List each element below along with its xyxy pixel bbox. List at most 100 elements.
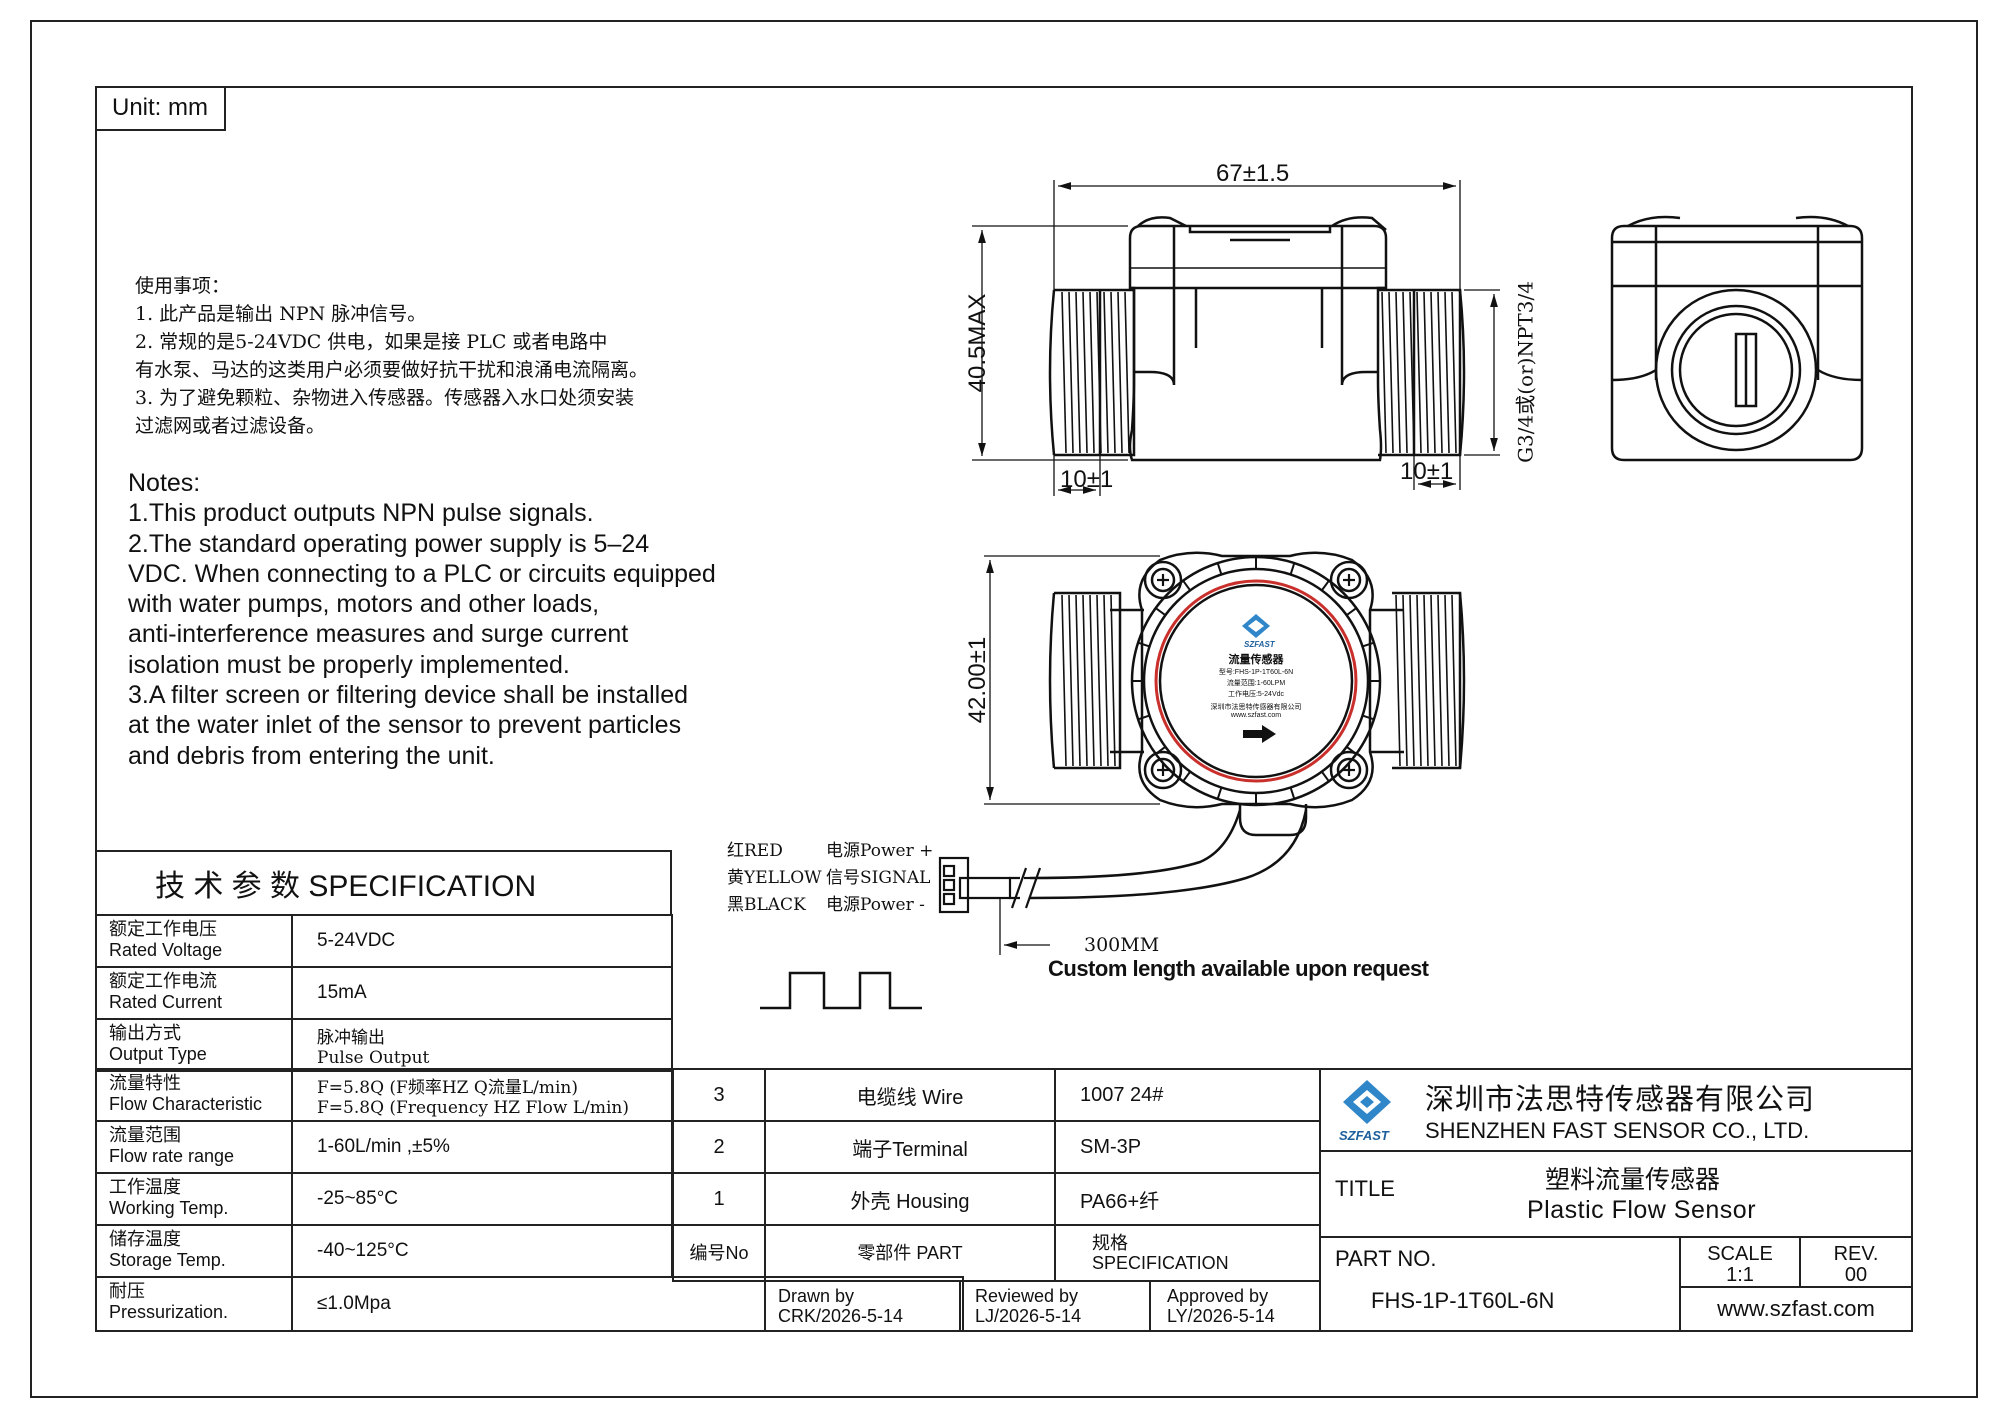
spec-value: -25~85°C (317, 1188, 399, 1209)
notes-cn-line: 3. 为了避免颗粒、杂物进入传感器。传感器入水口处须安装 (135, 387, 635, 409)
thread-line (1423, 594, 1429, 767)
thread-line (1082, 594, 1088, 767)
spec-label-cn: 额定工作电流 (109, 971, 217, 992)
parts-header-spec-cn: 规格 (1092, 1233, 1128, 1253)
front-view-dimensions (984, 555, 1160, 955)
front-view (1029, 551, 1466, 900)
dim-height: 40.5MAX (964, 293, 991, 393)
thread-line (1444, 291, 1450, 454)
thread-line (1423, 291, 1429, 454)
part-name-cell: 端子Terminal (764, 1120, 1056, 1174)
label-company: 深圳市法思特传感器有限公司 (1210, 704, 1302, 711)
rev-label: REV. (1833, 1243, 1879, 1265)
approved-by-label: Approved by (1167, 1286, 1269, 1306)
thread-line (1395, 291, 1401, 454)
wire-color: 红RED (727, 841, 783, 861)
rim-tick (1137, 641, 1150, 648)
part-no-cell: 3 (672, 1068, 766, 1122)
part-no-value: FHS-1P-1T60L-6N (1371, 1288, 1555, 1313)
company-name-en: SHENZHEN FAST SENSOR CO., LTD. (1425, 1118, 1810, 1143)
rim-tick (1289, 562, 1296, 575)
spec-label-cn: 工作温度 (109, 1177, 181, 1198)
thread-line (1395, 594, 1401, 767)
thread-line (1117, 291, 1123, 454)
notes-en-line: 1.This product outputs NPN pulse signals… (128, 499, 594, 528)
part-spec-cell: SM-3P (1054, 1120, 1321, 1174)
thread-line (1402, 594, 1408, 767)
thread-line (1388, 291, 1394, 454)
reviewed-by: Reviewed by LJ/2026-5-14 (959, 1280, 1151, 1332)
thread-line (1451, 594, 1457, 767)
spec-label-en: Storage Temp. (109, 1250, 226, 1270)
drawn-by-value: CRK/2026-5-14 (778, 1306, 904, 1326)
part-cell-text: 2 (713, 1135, 725, 1158)
company-logo-icon (1343, 1080, 1391, 1124)
spec-row-value: 1-60L/min ,±5% (291, 1120, 673, 1174)
rim-tick (1155, 607, 1166, 616)
notes-cn-heading: 使用事项： (135, 275, 231, 297)
thread-line (1409, 291, 1415, 454)
part-cell-text: 电缆线 Wire (856, 1086, 964, 1109)
spec-row-value: -40~125°C (291, 1224, 673, 1278)
drawn-by: Drawn by CRK/2026-5-14 (764, 1280, 961, 1332)
part-cell-text: 3 (713, 1083, 725, 1106)
rim-tick (1216, 787, 1223, 800)
part-spec-cell: 1007 24# (1054, 1068, 1321, 1122)
spec-value: -40~125°C (317, 1240, 409, 1261)
thread-hatching (1061, 594, 1457, 767)
part-cell-text: 1007 24# (1080, 1083, 1164, 1106)
wire-color: 黑BLACK (727, 895, 806, 915)
wire-function: 信号SIGNAL (826, 868, 931, 888)
thread-line (1381, 291, 1387, 454)
title-block: TITLE 塑料流量传感器 Plastic Flow Sensor (1319, 1150, 1913, 1238)
dim-width: 67±1.5 (1216, 160, 1290, 187)
parts-header-cell: 编号No (672, 1224, 766, 1282)
thread-line (1103, 291, 1109, 454)
thread-line (1075, 291, 1081, 454)
website: www.szfast.com (1717, 1296, 1875, 1321)
wire-color: 黄YELLOW (727, 868, 822, 888)
spec-value: 1-60L/min ,±5% (317, 1136, 450, 1157)
reviewed-by-label: Reviewed by (975, 1286, 1079, 1306)
part-cell-text: 外壳 Housing (850, 1190, 970, 1213)
part-no-label: PART NO. (1335, 1246, 1437, 1271)
spec-value-en: F=5.8Q (Frequency HZ Flow L/min) (317, 1097, 630, 1118)
notes-en-line: 3.A filter screen or filtering device sh… (128, 681, 689, 710)
spec-label-en: Rated Current (109, 992, 223, 1012)
notes-cn-line: 过滤网或者过滤设备。 (135, 415, 326, 437)
thread-line (1096, 594, 1102, 767)
thread-hatching (1061, 291, 1457, 454)
thread-line (1089, 594, 1095, 767)
company-block: SZFAST 深圳市法思特传感器有限公司 SHENZHEN FAST SENSO… (1319, 1068, 1913, 1152)
spec-value: 5-24VDC (317, 930, 396, 951)
rim-tick (1362, 714, 1375, 721)
thread-line (1089, 291, 1095, 454)
spec-label-cn: 流量范围 (109, 1125, 181, 1146)
thread-line (1416, 594, 1422, 767)
notes-en-line: at the water inlet of the sensor to prev… (128, 711, 682, 740)
end-view (1610, 215, 1864, 462)
part-name-cell: 电缆线 Wire (764, 1068, 1056, 1122)
spec-row-value: ≤1.0Mpa (291, 1276, 964, 1332)
spec-value-en: Pulse Output (317, 1047, 430, 1068)
label-range: 流量范围:1-60LPM (1226, 680, 1286, 687)
wire-function: 电源Power - (826, 895, 925, 915)
title-cn: 塑料流量传感器 (1545, 1166, 1721, 1194)
rim-tick (1216, 562, 1223, 575)
label-brand: SZFAST (1244, 640, 1275, 649)
dim-thread-spec: G3/4或(or)NPT3/4 (1513, 281, 1538, 463)
rim-tick (1155, 746, 1166, 755)
spec-value: 脉冲输出 (317, 1027, 385, 1048)
spec-label-cn: 储存温度 (109, 1229, 181, 1250)
spec-value: ≤1.0Mpa (317, 1293, 391, 1314)
thread-line (1068, 291, 1074, 454)
notes-en-line: isolation must be properly implemented. (128, 650, 570, 679)
rev-value: 00 (1844, 1264, 1868, 1286)
dim-thread-right: 10±1 (1400, 458, 1454, 485)
website-block: www.szfast.com (1679, 1286, 1913, 1332)
